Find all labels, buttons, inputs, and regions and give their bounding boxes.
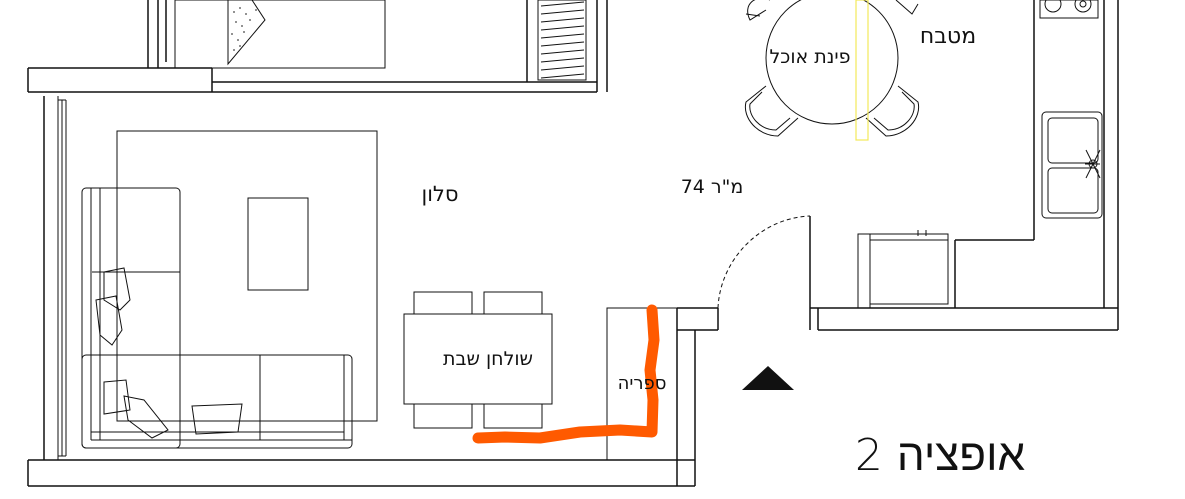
rug	[116, 130, 378, 422]
shabbat-table-label: שולחן שבת	[443, 348, 533, 370]
orange-marker-stroke	[472, 304, 660, 444]
sink	[1041, 111, 1103, 219]
bed-pillow	[227, 0, 266, 66]
entrance-triangle-icon	[742, 366, 794, 390]
living-room-label: סלון	[421, 182, 458, 206]
stove	[1039, 0, 1099, 19]
entry-door-swing	[717, 215, 811, 309]
library-label: ספריה	[618, 373, 667, 394]
kitchen-label: מטבח	[920, 24, 976, 49]
appliance-cabinet	[857, 230, 949, 309]
highlight-beam	[855, 0, 869, 141]
coffee-table	[247, 197, 309, 291]
round-dining-table	[744, 0, 920, 137]
library-shelf	[606, 307, 678, 461]
option-label: אופציה 2	[855, 430, 1026, 481]
l-shaped-sofa	[81, 187, 353, 449]
wardrobe	[537, 0, 587, 81]
kitchen-walls	[809, 0, 1119, 331]
upper-room-walls	[27, 0, 608, 93]
dining-area-label: פינת אוכל	[770, 46, 851, 68]
shabbat-table-set	[403, 291, 553, 429]
area-label: 74 מ"ר	[681, 176, 744, 198]
window-left	[57, 96, 67, 460]
